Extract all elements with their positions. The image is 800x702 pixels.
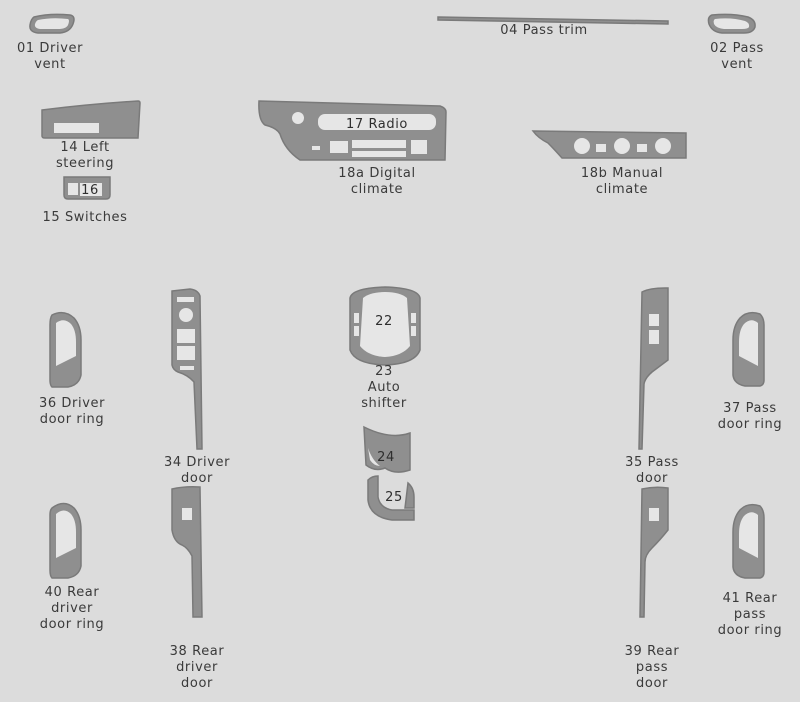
part-24 xyxy=(363,425,411,473)
part-40-rear-driver-door-ring xyxy=(49,502,82,579)
part-01-driver-vent xyxy=(29,13,75,34)
part-38-rear-driver-door xyxy=(171,486,203,618)
part-label-17-radio: 17 Radio xyxy=(346,117,408,132)
part-37-pass-door-ring xyxy=(732,311,765,387)
part-34-driver-door xyxy=(171,288,203,450)
part-35-pass-door xyxy=(638,287,669,450)
part-number-16: 16 xyxy=(81,183,99,198)
part-41-rear-pass-door-ring xyxy=(732,503,765,579)
part-04-pass-trim xyxy=(437,16,669,25)
part-number-22: 22 xyxy=(375,314,393,329)
part-23-auto-shifter xyxy=(349,286,421,366)
part-36-driver-door-ring xyxy=(49,311,82,388)
part-39-rear-pass-door xyxy=(639,486,669,618)
part-25 xyxy=(367,475,415,521)
part-17-18a-center-stack xyxy=(258,100,447,161)
part-14-left-steering xyxy=(41,100,141,139)
part-number-25: 25 xyxy=(385,490,403,505)
part-15-switches xyxy=(63,176,111,200)
label-04-pass-trim: 04 Pass trim xyxy=(500,23,588,38)
part-18b-manual-climate xyxy=(531,130,687,159)
part-02-pass-vent xyxy=(707,13,756,34)
part-number-24: 24 xyxy=(377,450,395,465)
label-15-switches: 15 Switches xyxy=(42,210,128,225)
